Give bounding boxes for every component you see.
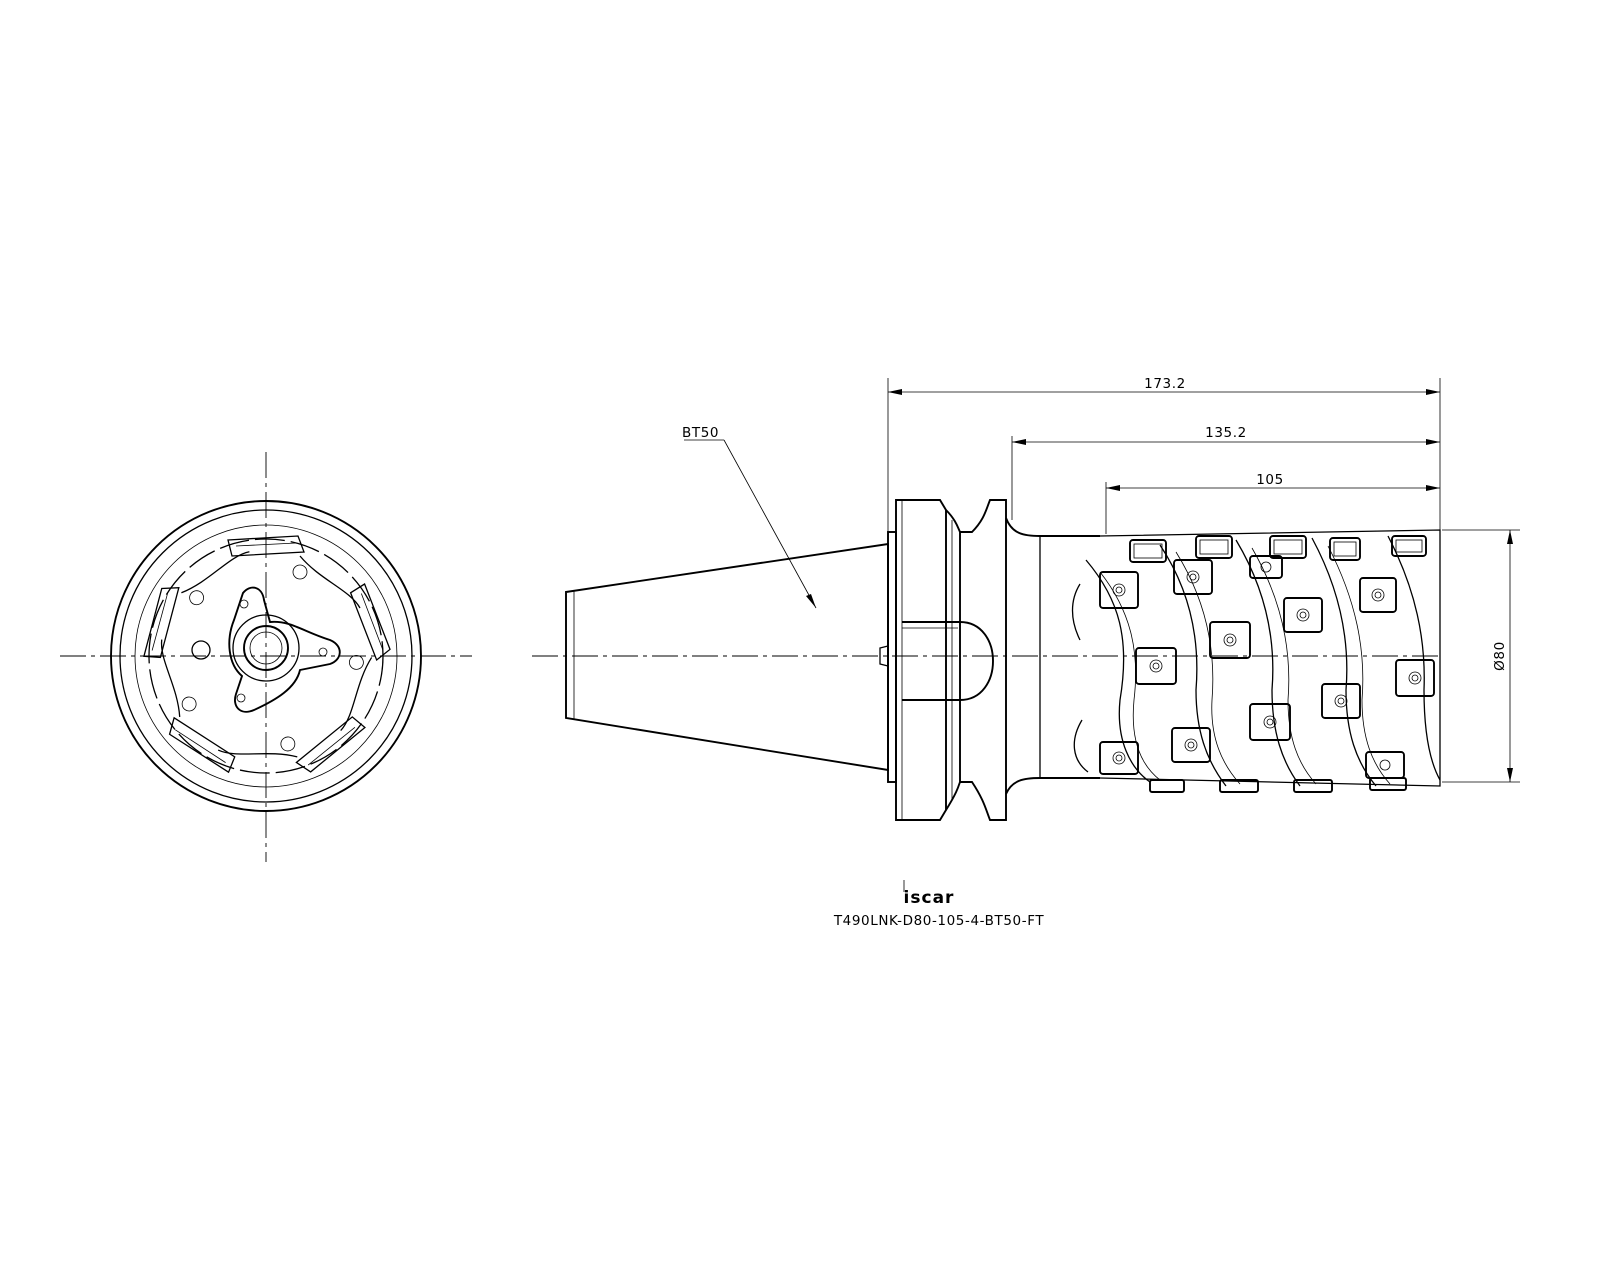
cutter-flutes — [1071, 535, 1441, 787]
insert — [1135, 647, 1177, 685]
end-view-hub-hole-1 — [239, 599, 249, 609]
dim-flange-to-end: 135.2 — [1205, 425, 1247, 441]
insert — [1219, 779, 1259, 793]
insert — [1329, 537, 1361, 561]
dim-overall-length: 173.2 — [1144, 376, 1186, 392]
brand-logo: iscar — [904, 888, 955, 908]
end-view — [60, 452, 472, 862]
cutter-body-outline — [1099, 529, 1441, 787]
end-view-hub-hole-2 — [318, 647, 328, 657]
end-view-coolant-hole — [191, 640, 211, 660]
end-view-hub-hole-3 — [236, 693, 246, 703]
insert — [1099, 571, 1139, 609]
insert — [1149, 779, 1185, 793]
insert — [1365, 751, 1405, 779]
insert — [1293, 779, 1333, 793]
end-view-outer-ring — [119, 509, 413, 803]
insert — [1171, 727, 1211, 763]
flange-face — [887, 531, 897, 783]
title-block: iscar T490LNK-D80-105-4-BT50-FT — [833, 880, 1044, 929]
insert — [1209, 621, 1251, 659]
end-view-body-ring — [134, 524, 398, 788]
insert — [1391, 535, 1427, 557]
dim-diameter: Ø80 — [1492, 641, 1508, 671]
insert — [1249, 703, 1291, 741]
end-view-inserts — [143, 535, 391, 774]
insert — [1249, 555, 1283, 579]
cutting-inserts — [1099, 535, 1435, 793]
insert — [1129, 539, 1167, 563]
insert — [1369, 777, 1407, 791]
side-view — [532, 499, 1441, 821]
neck-top — [1005, 517, 1100, 537]
insert — [1195, 535, 1233, 559]
end-view-hub-boss — [232, 614, 300, 682]
insert — [1321, 683, 1361, 719]
flange — [895, 499, 947, 821]
v-groove-right — [960, 499, 1007, 821]
drive-key-slot — [902, 621, 994, 701]
neck-bottom — [1005, 777, 1100, 795]
insert — [1099, 741, 1139, 775]
insert — [1283, 597, 1323, 633]
dim-cutting-length: 105 — [1256, 472, 1284, 488]
bt50-taper — [565, 542, 889, 772]
bt50-leader-line — [723, 439, 817, 609]
retention-knob-hole — [879, 645, 889, 667]
end-view-outer-circle — [110, 500, 422, 812]
insert — [1359, 577, 1397, 613]
end-view-bore — [243, 625, 289, 671]
insert — [1395, 659, 1435, 697]
part-number: T490LNK-D80-105-4-BT50-FT — [833, 913, 1044, 929]
insert — [1173, 559, 1213, 595]
insert — [1269, 535, 1307, 559]
dimensions: 173.2 135.2 105 Ø80 BT50 — [682, 376, 1520, 783]
bt50-label: BT50 — [682, 425, 719, 441]
v-groove-left — [945, 509, 961, 811]
end-view-bore-inner — [249, 631, 283, 665]
end-view-hub — [228, 586, 341, 713]
